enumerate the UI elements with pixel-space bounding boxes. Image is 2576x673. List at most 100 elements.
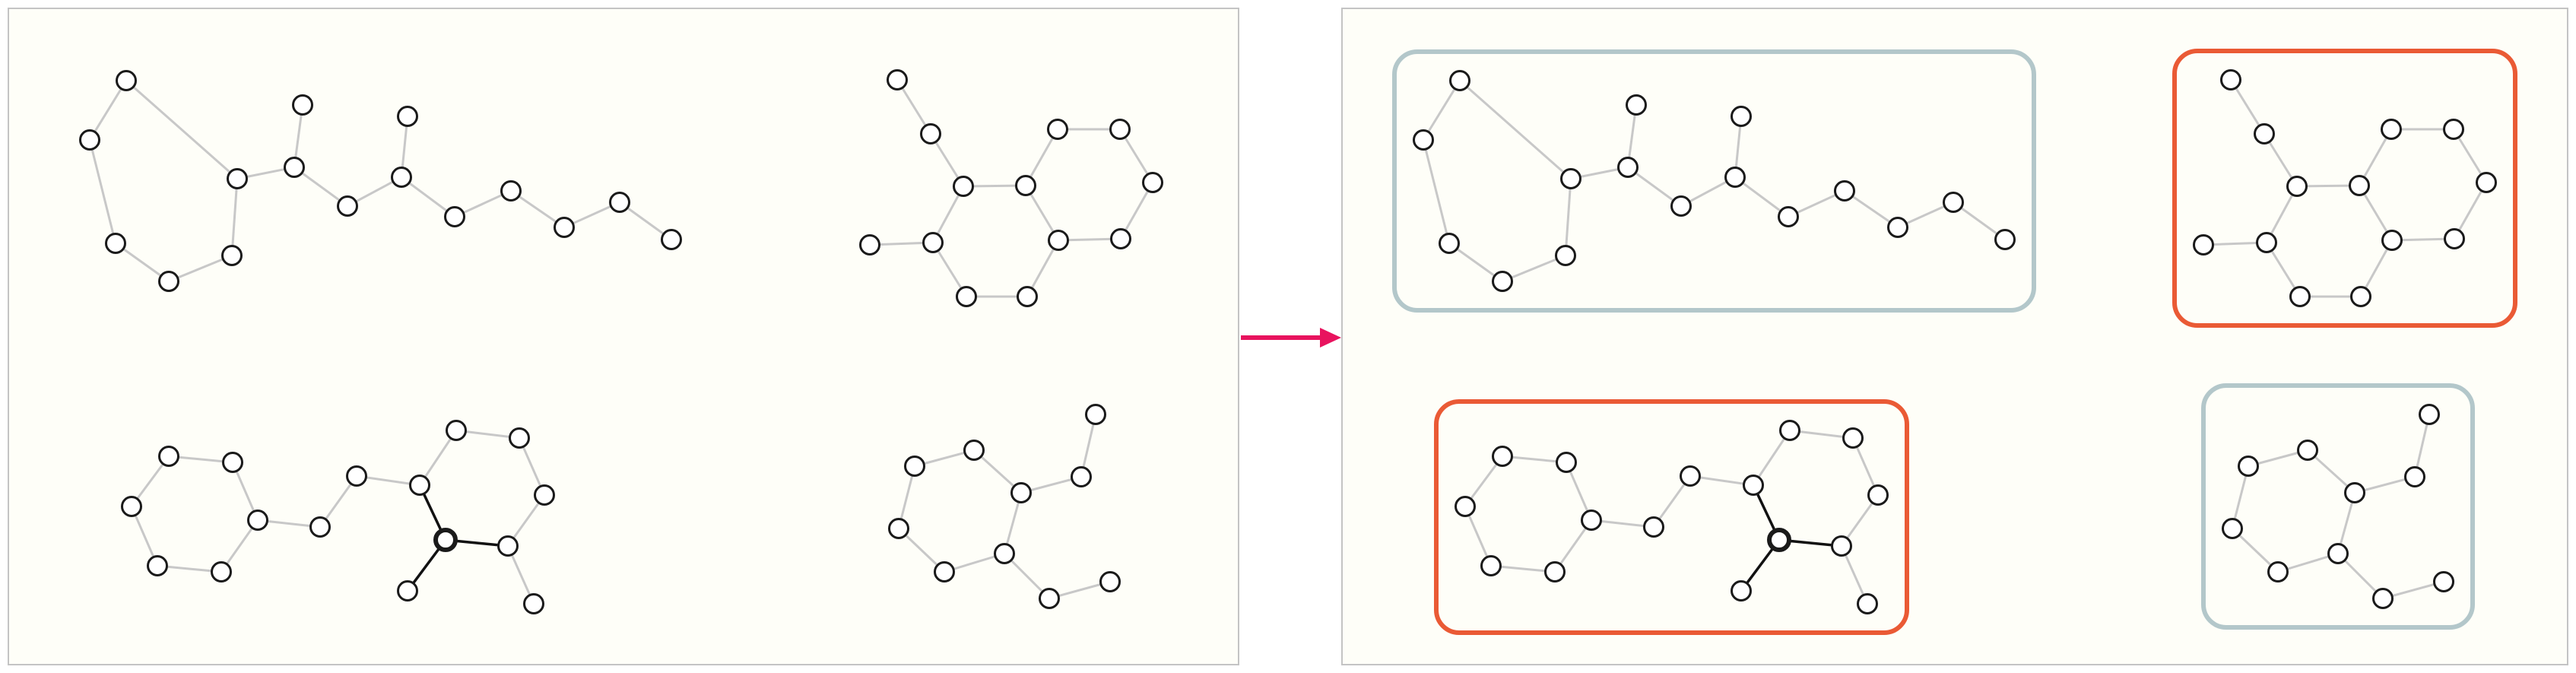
bond-edge [293,166,348,208]
atom-node [2381,230,2403,251]
atom-node [1626,94,1647,116]
atom-node [1887,217,1908,238]
atom-node [1109,119,1131,140]
atom-node [1867,484,1889,506]
bond-edge [2359,240,2394,297]
atom-node [1778,206,1799,227]
bond-edge [418,430,458,486]
atom-node [1039,588,1060,609]
molecule-4 [888,404,1121,609]
atom-node [397,580,418,602]
panel-frame [1341,8,2568,665]
panel-frame [8,8,1239,665]
bond-edge [230,178,239,256]
bond-edge [88,139,117,244]
bond-edge [1564,178,1572,256]
atom-node [2193,234,2214,256]
atom-node [2476,172,2497,193]
bond-edge [2265,186,2298,243]
atom-node [2350,286,2371,307]
bond-edge [1026,240,1060,297]
atom-node [509,427,530,449]
bond-edge [1752,430,1791,486]
atom-node [2254,123,2275,144]
selected-group-box [1434,399,1909,635]
bond-edge [897,465,916,529]
atom-node [956,286,977,307]
atom-node [1017,286,1038,307]
bond-edge [2358,129,2393,186]
atom-node [2327,543,2349,564]
atom-node [1617,157,1639,178]
atom-node [158,271,179,292]
atom-node [2349,175,2370,196]
atom-node [963,440,985,461]
bond-edge [401,176,455,218]
atom-node [1455,496,1476,517]
input-graph-panel [8,8,1239,665]
atom-node [994,543,1015,564]
atom-node [2256,232,2277,253]
unselected-group-box [1392,49,2036,313]
atom-node [116,70,137,91]
atom-node [2286,176,2308,197]
atom-node [337,195,358,217]
atom-node [1492,446,1513,467]
atom-node [409,475,430,496]
atom-node [1015,175,1036,196]
atom-node [2433,571,2454,592]
atom-node [1831,535,1852,557]
atom-node [1842,427,1864,449]
atom-node [1680,465,1701,487]
atom-node [2222,518,2243,539]
atom-node [391,167,412,188]
bond-edge [1464,506,1493,567]
bond-edge [2231,465,2250,529]
classified-graph-canvas [1341,8,2568,665]
bond-edge [1734,176,1789,218]
atom-node [2289,286,2311,307]
bond-edge [1490,564,1556,573]
bond-edge [1459,79,1572,180]
bond-edge [1080,414,1097,478]
bond-edge [168,254,233,283]
bond-edge [2413,414,2431,478]
atom-node [2344,482,2365,503]
molecule-2 [2172,49,2517,328]
atom-node [1047,119,1068,140]
atom-node [221,245,243,266]
atom-node [1724,167,1746,188]
atom-node [1556,452,1577,473]
atom-node [609,192,630,213]
atom-node [661,229,682,250]
atom-node [1449,70,1470,91]
highlight-atom-node [1767,528,1791,552]
atom-node [1555,245,1576,266]
atom-node [309,516,331,538]
bond-edge [510,189,565,229]
atom-node [1413,129,1434,151]
atom-node [1731,580,1752,602]
atom-node [2443,119,2464,140]
atom-node [1857,593,1878,614]
atom-node [922,232,944,253]
atom-node [247,510,268,531]
atom-node [523,593,544,614]
atom-node [1643,516,1664,538]
atom-node [2381,119,2402,140]
arrow-head-icon [1320,328,1341,348]
atom-node [887,69,908,90]
atom-node [1439,233,1460,254]
molecule-1 [1392,49,2036,313]
atom-node [292,94,313,116]
molecule-3 [121,420,555,614]
atom-node [1142,172,1163,193]
atom-node [534,484,555,506]
bond-edge [1422,139,1451,244]
atom-node [147,555,168,576]
atom-node [1492,271,1513,292]
bond-edge [1502,254,1566,283]
bond-edge [2453,182,2488,240]
highlight-atom-node [433,528,458,552]
bond-edge [115,242,170,283]
